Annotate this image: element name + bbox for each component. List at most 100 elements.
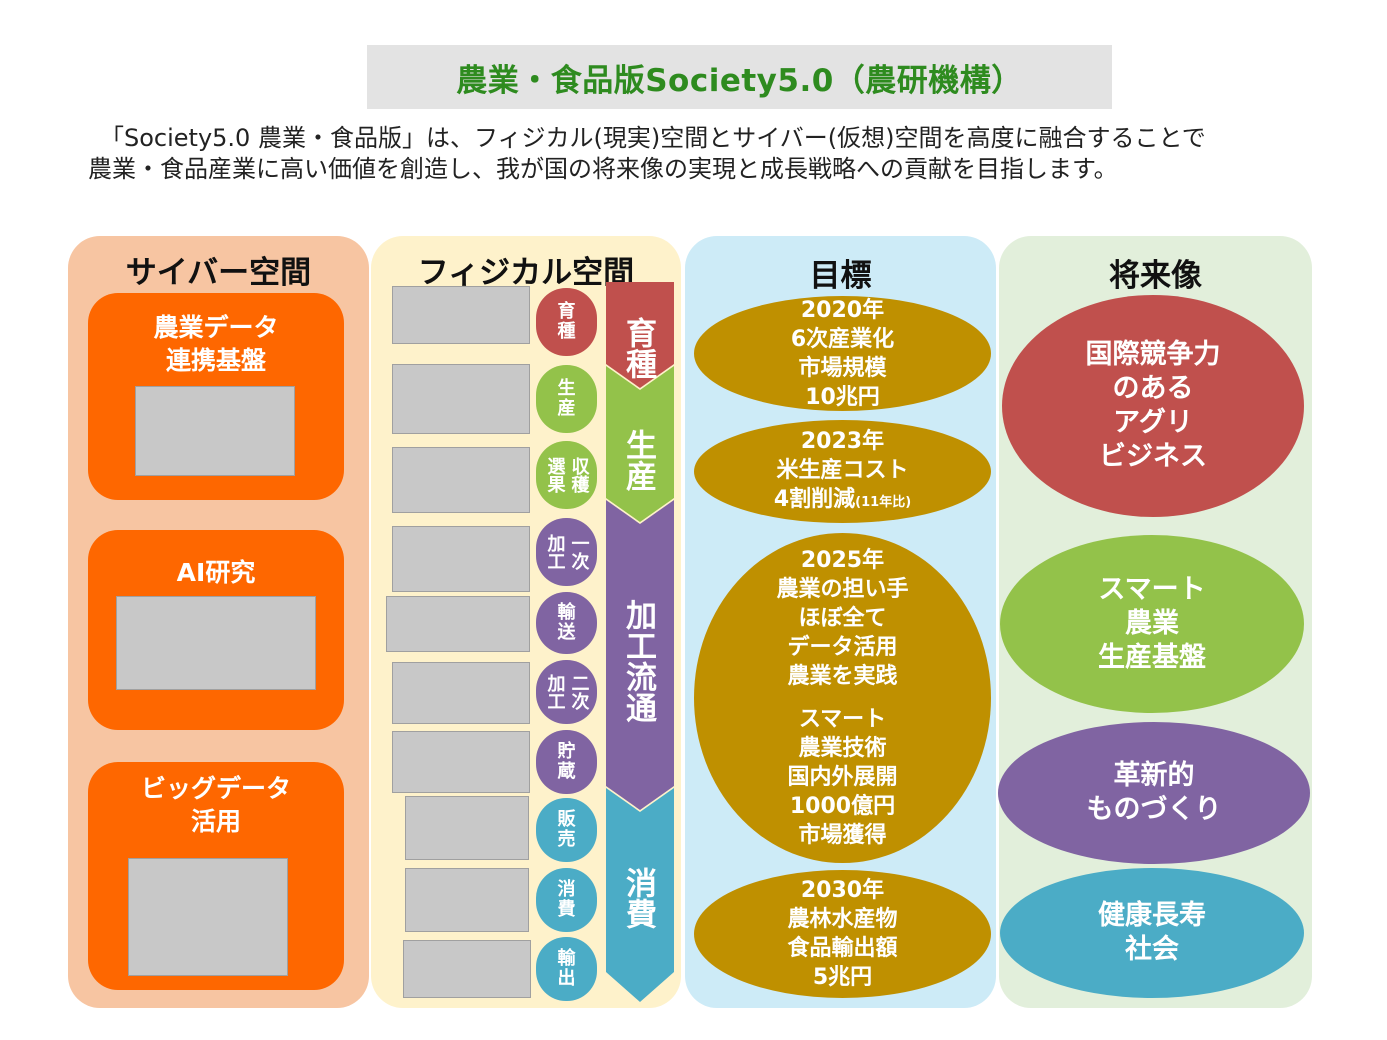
pill-storage-char-1: 貯 xyxy=(557,741,576,762)
future-heading: 将来像 xyxy=(1109,258,1202,294)
stage-label-production: 生産 xyxy=(620,429,656,491)
secondary-processing-image xyxy=(392,662,530,724)
pill-sales-char-2: 売 xyxy=(557,829,576,850)
stage-label-processing: 加工流通 xyxy=(620,599,656,723)
pill-consumption: 消費 xyxy=(536,868,597,932)
drone-field-image xyxy=(392,364,530,434)
pill-secondary-col-1: 加工 xyxy=(544,674,566,710)
goal-2025-line-2: 農業の担い手 xyxy=(776,577,909,602)
pill-primary-processing: 加工一次 xyxy=(536,518,597,586)
laptop-weather-image xyxy=(135,386,295,476)
stage-arrow-production xyxy=(606,366,674,522)
pill-breeding: 育種 xyxy=(536,288,597,356)
future-agri-line-1: 国際競争力 xyxy=(1085,339,1221,370)
future-health-line-2: 社会 xyxy=(1125,934,1179,965)
breeding-lab-image xyxy=(392,286,530,344)
description-line-2: 農業・食品産業に高い価値を創造し、我が国の将来像の実現と成長戦略への貢献を目指し… xyxy=(88,155,1118,183)
future-healthy-longevity: 健康長寿 社会 xyxy=(1000,868,1304,998)
stage-label-consumption: 消費 xyxy=(620,867,656,929)
goal-2030-line-1: 2030年 xyxy=(800,878,885,903)
goal-2020-line-3: 市場規模 xyxy=(798,355,887,381)
goal-2020-line-2: 6次産業化 xyxy=(790,326,895,352)
goal-2023-line-1: 2023年 xyxy=(800,428,885,454)
page-title: 農業・食品版Society5.0（農研機構） xyxy=(456,62,1023,99)
cyber-heading: サイバー空間 xyxy=(125,255,312,291)
pill-breeding-char-2: 種 xyxy=(557,321,576,342)
goal-2025-line-10: 市場獲得 xyxy=(798,823,887,848)
pill-secondary-processing: 加工二次 xyxy=(536,660,597,724)
storage-warehouse-image xyxy=(392,731,530,793)
goal-2020-line-4: 10兆円 xyxy=(805,384,880,410)
goal-2020-line-1: 2020年 xyxy=(800,297,885,323)
goal-2023-note: (11年比) xyxy=(855,494,912,510)
primary-processing-image xyxy=(392,526,530,592)
goal-2030-line-2: 農林水産物 xyxy=(787,907,898,932)
future-smart-agri: スマート 農業 生産基盤 xyxy=(1000,535,1304,713)
pill-harvest-col-2: 収穫 xyxy=(568,457,590,493)
goal-2025-line-3: ほぼ全て xyxy=(798,606,887,631)
stage-label-breeding: 育種 xyxy=(620,317,656,379)
goal-2025-line-6: スマート xyxy=(798,707,887,732)
future-health-line-1: 健康長寿 xyxy=(1098,900,1206,931)
smartphone-social-image xyxy=(128,858,288,976)
goal-2025-line-1: 2025年 xyxy=(800,548,885,573)
pill-primary-col-1: 加工 xyxy=(544,534,566,570)
stage-arrow-processing xyxy=(606,500,674,810)
future-agri-line-3: アグリ xyxy=(1113,407,1193,438)
cyber-box-ai-label: AI研究 xyxy=(176,558,256,587)
goal-2025-line-4: データ活用 xyxy=(787,635,898,660)
stage-arrow-consumption xyxy=(606,788,674,1002)
pill-transport: 輸送 xyxy=(536,592,597,654)
goal-2023-line-3: 4割削減(11年比) xyxy=(774,485,911,517)
stage-arrow-chain xyxy=(606,282,674,1002)
description-line-1: 「Society5.0 農業・食品版」は、フィジカル(現実)空間とサイバー(仮想… xyxy=(100,124,1206,152)
goal-2023-reduction: 4割削減 xyxy=(773,486,856,512)
goal-2025-line-5: 農業を実践 xyxy=(787,664,898,689)
future-smart-line-2: 農業 xyxy=(1125,608,1179,639)
future-smart-line-1: スマート xyxy=(1098,574,1206,605)
future-smart-line-3: 生産基盤 xyxy=(1098,642,1206,673)
pill-consumption-char-2: 費 xyxy=(557,899,576,920)
pill-transport-char-2: 送 xyxy=(557,622,576,643)
truck-transport-image xyxy=(386,596,530,652)
goal-2025: 2025年 農業の担い手 ほぼ全て データ活用 農業を実践 スマート 農業技術 … xyxy=(694,533,991,863)
consumption-dining-image xyxy=(405,868,529,932)
goal-2023-line-2: 米生産コスト xyxy=(776,457,909,483)
pill-storage: 貯蔵 xyxy=(536,730,597,794)
future-agri-business: 国際競争力 のある アグリ ビジネス xyxy=(1002,295,1304,517)
description: 「Society5.0 農業・食品版」は、フィジカル(現実)空間とサイバー(仮想… xyxy=(88,123,1318,185)
goal-2025-line-9: 1000億円 xyxy=(789,794,896,819)
pill-production-char-1: 生 xyxy=(557,378,576,399)
pill-primary-col-2: 一次 xyxy=(568,534,590,570)
ai-cloud-image xyxy=(116,596,316,690)
pill-harvest-sorting: 選果収穫 xyxy=(536,441,597,509)
pill-production-char-2: 産 xyxy=(557,398,576,419)
title-banner: 農業・食品版Society5.0（農研機構） xyxy=(367,45,1112,109)
pill-sales: 販売 xyxy=(536,798,597,862)
future-agri-line-4: ビジネス xyxy=(1099,441,1207,472)
future-innovative-line-1: 革新的 xyxy=(1113,760,1195,791)
cyber-box-label-1: 農業データ xyxy=(153,313,279,342)
pill-harvest-col-1: 選果 xyxy=(544,457,566,493)
pill-export-char-1: 輸 xyxy=(557,948,576,969)
pill-transport-char-1: 輸 xyxy=(557,602,576,623)
goal-2030-line-3: 食品輸出額 xyxy=(787,936,898,961)
pill-storage-char-2: 蔵 xyxy=(557,761,576,782)
cyber-box-label-2: 連携基盤 xyxy=(165,346,266,375)
future-agri-line-2: のある xyxy=(1112,373,1194,404)
cyber-box-bigdata-label-2: 活用 xyxy=(190,807,241,836)
goal-2020: 2020年 6次産業化 市場規模 10兆円 xyxy=(694,296,991,411)
stage-arrow-breeding xyxy=(606,282,674,388)
pill-breeding-char-1: 育 xyxy=(557,301,576,322)
future-innovative-manufacturing: 革新的 ものづくり xyxy=(998,722,1310,864)
pill-export-char-2: 出 xyxy=(557,968,576,989)
pill-consumption-char-1: 消 xyxy=(557,879,576,900)
pill-production: 生産 xyxy=(536,365,597,433)
pill-export: 輸出 xyxy=(536,937,597,1001)
physical-heading: フィジカル空間 xyxy=(417,255,635,291)
goal-2030-line-4: 5兆円 xyxy=(812,965,873,990)
sales-counter-image xyxy=(405,796,529,860)
goal-2025-line-8: 国内外展開 xyxy=(787,765,898,790)
harvester-image xyxy=(392,447,530,513)
goal-2030: 2030年 農林水産物 食品輸出額 5兆円 xyxy=(694,870,991,998)
